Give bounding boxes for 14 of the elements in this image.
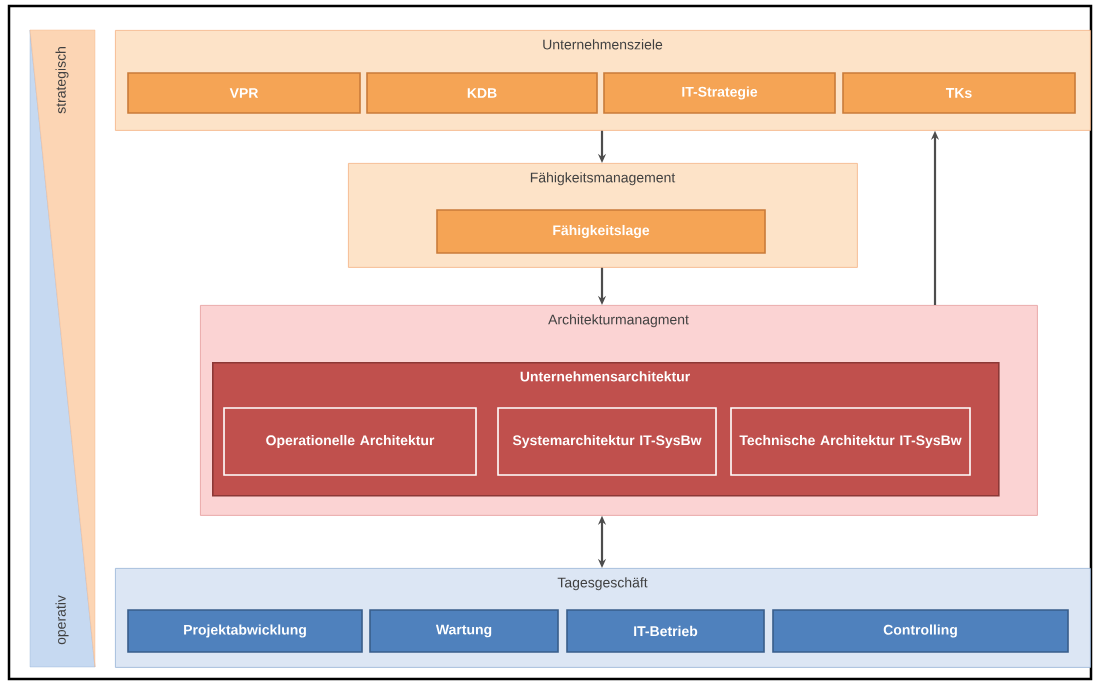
item-box: Wartung <box>369 609 559 653</box>
item-box: Projektabwicklung <box>127 609 363 653</box>
item-box: Technische Architektur IT-SysBw <box>730 407 971 476</box>
rotated-label: operativ <box>55 595 69 645</box>
item-box: TKs <box>842 72 1076 114</box>
item-box: IT-Strategie <box>603 72 836 114</box>
item-box: VPR <box>127 72 361 114</box>
item-box: KDB <box>366 72 598 114</box>
item-box: Systemarchitektur IT-SysBw <box>497 407 717 476</box>
item-box: Fähigkeitslage <box>436 209 766 254</box>
rotated-label: strategisch <box>55 47 69 114</box>
item-box: Controlling <box>772 609 1069 653</box>
item-box: IT-Betrieb <box>566 609 765 653</box>
item-box: Operationelle Architektur <box>223 407 477 476</box>
